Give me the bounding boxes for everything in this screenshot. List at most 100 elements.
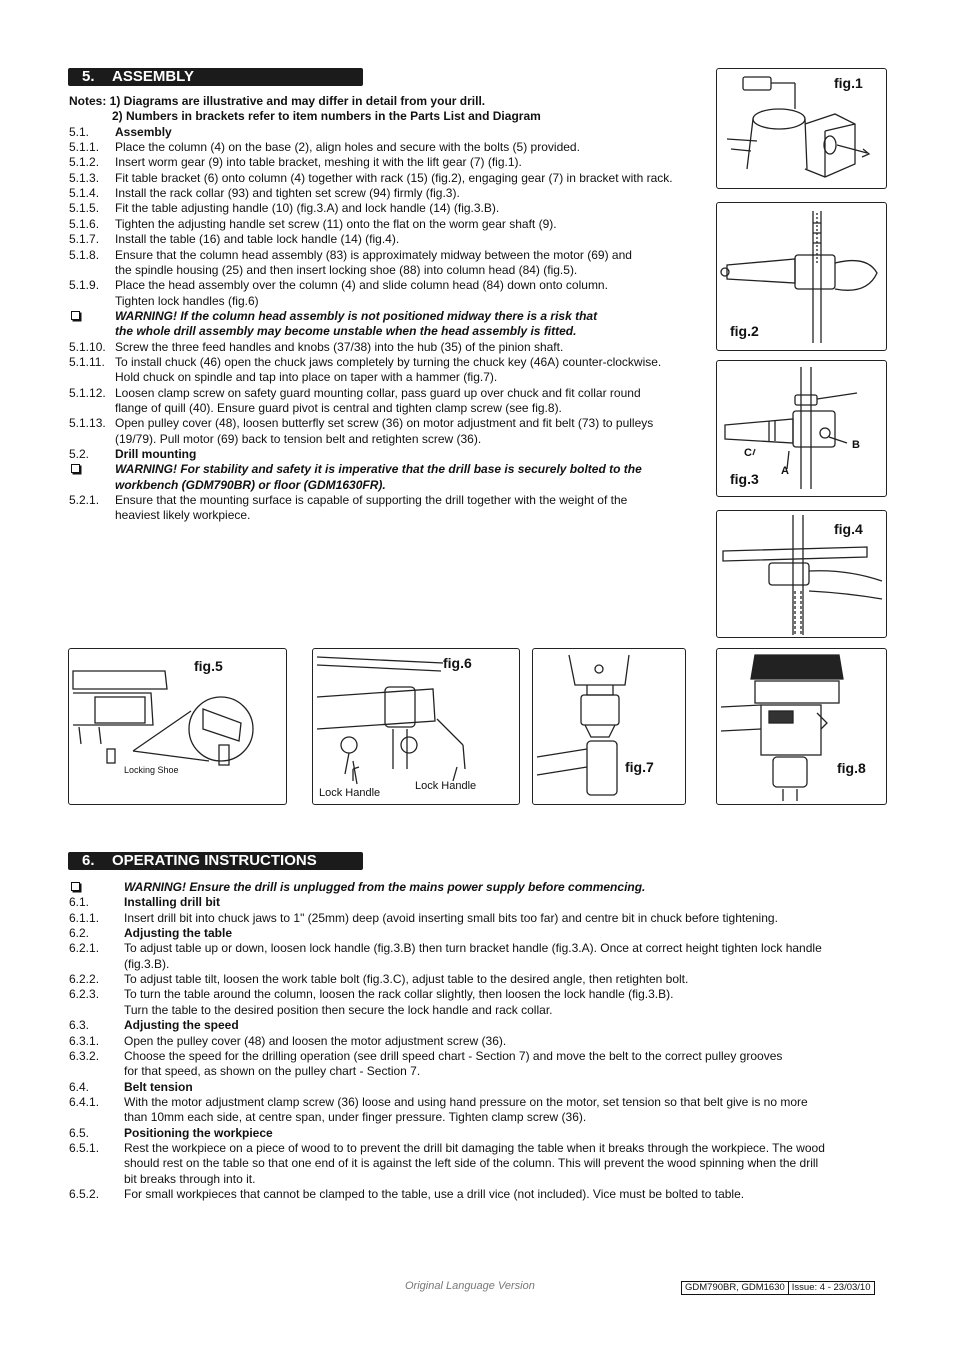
clause-text: Adjusting the table bbox=[124, 926, 232, 941]
clause-text: Fit the table adjusting handle (10) (fig… bbox=[115, 201, 500, 216]
clause-text: To adjust table up or down, loosen lock … bbox=[124, 941, 822, 956]
footer-models: GDM790BR, GDM1630 bbox=[685, 1282, 785, 1293]
figure-5-drawing bbox=[72, 670, 254, 766]
clause-text: Belt tension bbox=[124, 1079, 193, 1094]
warning-checkbox-icon bbox=[69, 880, 80, 895]
clause-number: 6.4. bbox=[69, 1079, 90, 1094]
clause-number: 5.2.1. bbox=[69, 493, 100, 508]
clause-number: 6.1.1. bbox=[69, 910, 100, 925]
clause-number: 5.1.6. bbox=[69, 216, 100, 231]
figure-6-lock-handle-left: Lock Handle bbox=[319, 787, 381, 799]
clause-text: (19/79). Pull motor (69) back to tension… bbox=[115, 431, 482, 446]
clause-number: 5.2. bbox=[69, 447, 90, 462]
operating-heading-text: OPERATING INSTRUCTIONS bbox=[112, 852, 317, 869]
clause-text: Notes: 1) Diagrams are illustrative and … bbox=[69, 94, 486, 108]
figure-2: fig.2 bbox=[716, 202, 887, 351]
clause-number: 5.1.4. bbox=[69, 186, 100, 201]
clause-number: 6.4.1. bbox=[69, 1094, 100, 1109]
clause-text: 2) Numbers in brackets refer to item num… bbox=[112, 109, 541, 124]
clause-number: 6.5.1. bbox=[69, 1140, 100, 1155]
figure-3-callout-a: A bbox=[781, 465, 789, 477]
checkbox-icon bbox=[71, 310, 80, 320]
clause-text: Loosen clamp screw on safety guard mount… bbox=[115, 385, 641, 400]
clause-text: the spindle housing (25) and then insert… bbox=[115, 262, 578, 277]
clause-text: than 10mm each side, at centre span, und… bbox=[124, 1110, 587, 1125]
figure-4-drawing bbox=[722, 515, 883, 635]
clause-number: 5.1.12. bbox=[69, 385, 106, 400]
figure-7-drawing bbox=[536, 654, 630, 796]
figure-1-label: fig.1 bbox=[834, 75, 863, 91]
figure-5: fig.5 Locking Shoe bbox=[68, 648, 287, 805]
clause-text: Install the rack collar (93) and tighten… bbox=[115, 186, 460, 201]
clause-text: Tighten the adjusting handle set screw (… bbox=[115, 216, 557, 231]
clause-number: 6.2.2. bbox=[69, 972, 100, 987]
figure-3-callout-b: B bbox=[852, 439, 860, 451]
clause-text: Hold chuck on spindle and tap into place… bbox=[115, 370, 498, 385]
clause-number: 5.1.7. bbox=[69, 232, 100, 247]
footer-reference-box: GDM790BR, GDM1630 Issue: 4 - 23/03/10 bbox=[681, 1281, 875, 1295]
checkbox-icon bbox=[71, 464, 80, 474]
operating-heading-number: 6. bbox=[82, 852, 95, 869]
clause-number: 5.1.8. bbox=[69, 247, 100, 262]
clause-text: Insert worm gear (9) into table bracket,… bbox=[115, 155, 522, 170]
clause-text: Drill mounting bbox=[115, 447, 197, 462]
clause-text: Positioning the workpiece bbox=[124, 1125, 273, 1140]
clause-number: 5.1.13. bbox=[69, 416, 106, 431]
clause-number: 6.3. bbox=[69, 1018, 90, 1033]
clause-text: (fig.3.B). bbox=[124, 956, 170, 971]
figure-4: fig.4 bbox=[716, 510, 887, 638]
figure-6-lock-handle-right: Lock Handle bbox=[415, 780, 477, 792]
clause-text: WARNING! If the column head assembly is … bbox=[115, 308, 598, 323]
clause-text: Install the table (16) and table lock ha… bbox=[115, 232, 400, 247]
figure-6: fig.6 Lock Handle Lock Handle bbox=[312, 648, 520, 805]
clause-text: For small workpieces that cannot be clam… bbox=[124, 1187, 745, 1201]
clause-text: flange of quill (40). Ensure guard pivot… bbox=[115, 401, 562, 415]
figure-3-label: fig.3 bbox=[730, 471, 759, 487]
clause-number: 6.3.2. bbox=[69, 1048, 100, 1063]
clause-number: 5.1.5. bbox=[69, 201, 100, 216]
figure-3-drawing bbox=[724, 367, 858, 489]
clause-number: 5.1.9. bbox=[69, 278, 100, 293]
figure-6-drawing bbox=[316, 656, 466, 785]
clause-number: 5.1.11. bbox=[69, 354, 105, 369]
figure-5-caption: Locking Shoe bbox=[124, 765, 179, 775]
clause-text: Assembly bbox=[115, 124, 172, 139]
clause-text: for that speed, as shown on the pulley c… bbox=[124, 1064, 421, 1079]
clause-text: Installing drill bit bbox=[124, 895, 220, 910]
clause-text: Choose the speed for the drilling operat… bbox=[124, 1048, 783, 1063]
clause-text: Adjusting the speed bbox=[124, 1018, 239, 1033]
clause-number: 6.5.2. bbox=[69, 1187, 100, 1201]
clause-text: heaviest likely workpiece. bbox=[115, 508, 251, 523]
clause-text: WARNING! Ensure the drill is unplugged f… bbox=[124, 880, 646, 894]
clause-text: Place the column (4) on the base (2), al… bbox=[115, 140, 580, 155]
clause-text: Turn the table to the desired position t… bbox=[124, 1002, 553, 1017]
clause-text: Fit table bracket (6) onto column (4) to… bbox=[115, 170, 673, 185]
clause-text: Rest the workpiece on a piece of wood to… bbox=[124, 1140, 825, 1155]
clause-text: To turn the table around the column, loo… bbox=[124, 987, 674, 1002]
clause-text: Insert drill bit into chuck jaws to 1" (… bbox=[124, 910, 778, 925]
figure-1-drawing bbox=[726, 76, 871, 178]
clause-number: 6.2. bbox=[69, 926, 90, 941]
clause-text: Screw the three feed handles and knobs (… bbox=[115, 339, 564, 354]
clause-number: 5.1. bbox=[69, 124, 90, 139]
clause-number: 5.1.3. bbox=[69, 170, 100, 185]
clause-text: To adjust table tilt, loosen the work ta… bbox=[124, 972, 689, 987]
assembly-heading-number: 5. bbox=[82, 68, 95, 85]
checkbox-icon bbox=[71, 882, 80, 891]
clause-text: WARNING! For stability and safety it is … bbox=[115, 462, 642, 477]
figure-7: fig.7 bbox=[532, 648, 686, 805]
warning-checkbox-icon bbox=[69, 462, 80, 477]
operating-heading: 6. OPERATING INSTRUCTIONS bbox=[68, 852, 363, 870]
clause-text: Open the pulley cover (48) and loosen th… bbox=[124, 1033, 507, 1048]
figure-7-label: fig.7 bbox=[625, 759, 654, 775]
figure-2-label: fig.2 bbox=[730, 323, 759, 339]
clause-text: To install chuck (46) open the chuck jaw… bbox=[115, 354, 662, 369]
clause-number: 6.5. bbox=[69, 1125, 90, 1140]
clause-text: should rest on the table so that one end… bbox=[124, 1156, 819, 1171]
clause-number: 5.1.1. bbox=[69, 140, 100, 155]
figure-3-callout-c: C bbox=[744, 447, 752, 459]
clause-text: the whole drill assembly may become unst… bbox=[115, 324, 577, 339]
figure-5-label: fig.5 bbox=[194, 658, 223, 674]
figure-4-label: fig.4 bbox=[834, 521, 863, 537]
figure-3: fig.3 A B C bbox=[716, 360, 887, 497]
